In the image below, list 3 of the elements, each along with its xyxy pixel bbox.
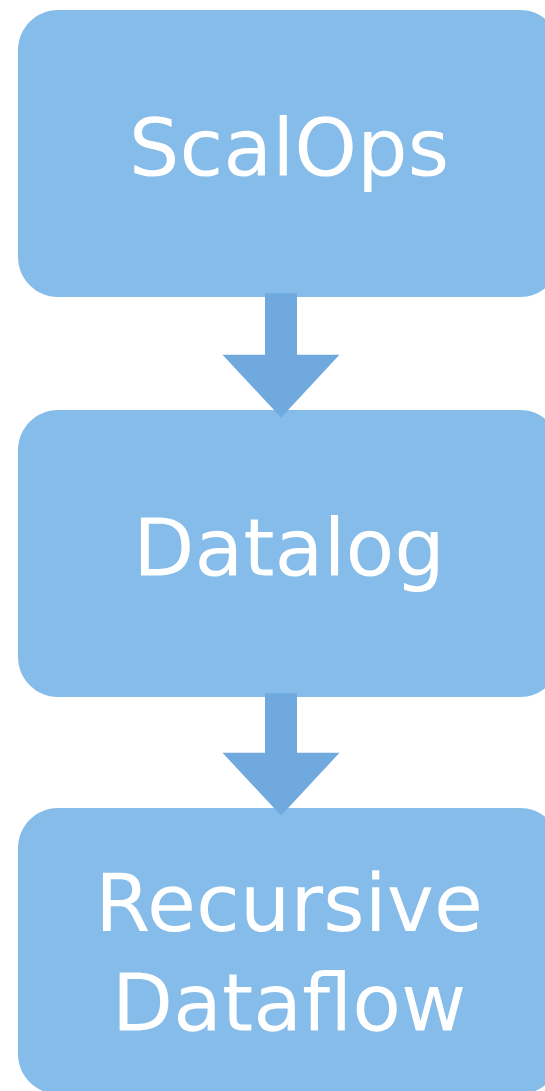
process-box: Recursive Dataflow — [18, 808, 545, 1091]
process-box: Datalog — [18, 410, 545, 697]
process-box: ScalOps — [18, 10, 545, 297]
